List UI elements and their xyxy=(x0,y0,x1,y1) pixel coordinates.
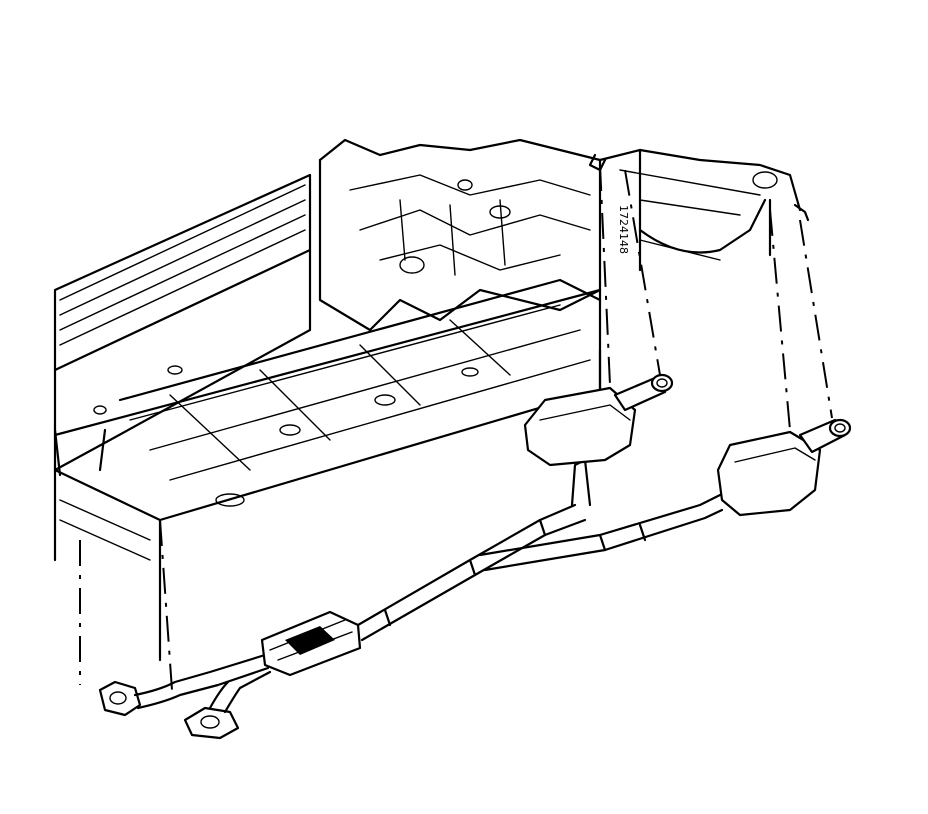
exhaust-system xyxy=(53,153,852,740)
hanger-bracket-right xyxy=(793,203,810,222)
front-left-flange xyxy=(98,680,142,717)
hanger-bracket-left xyxy=(588,153,607,172)
left-muffler xyxy=(523,373,674,467)
hanger-bracket-front xyxy=(53,428,107,477)
alignment-lines xyxy=(79,164,833,691)
right-muffler xyxy=(716,418,852,517)
catalytic-converter xyxy=(260,610,362,677)
vehicle-underbody xyxy=(53,138,802,662)
front-right-flange xyxy=(183,706,240,740)
figure-code: 1724148 xyxy=(617,205,630,254)
